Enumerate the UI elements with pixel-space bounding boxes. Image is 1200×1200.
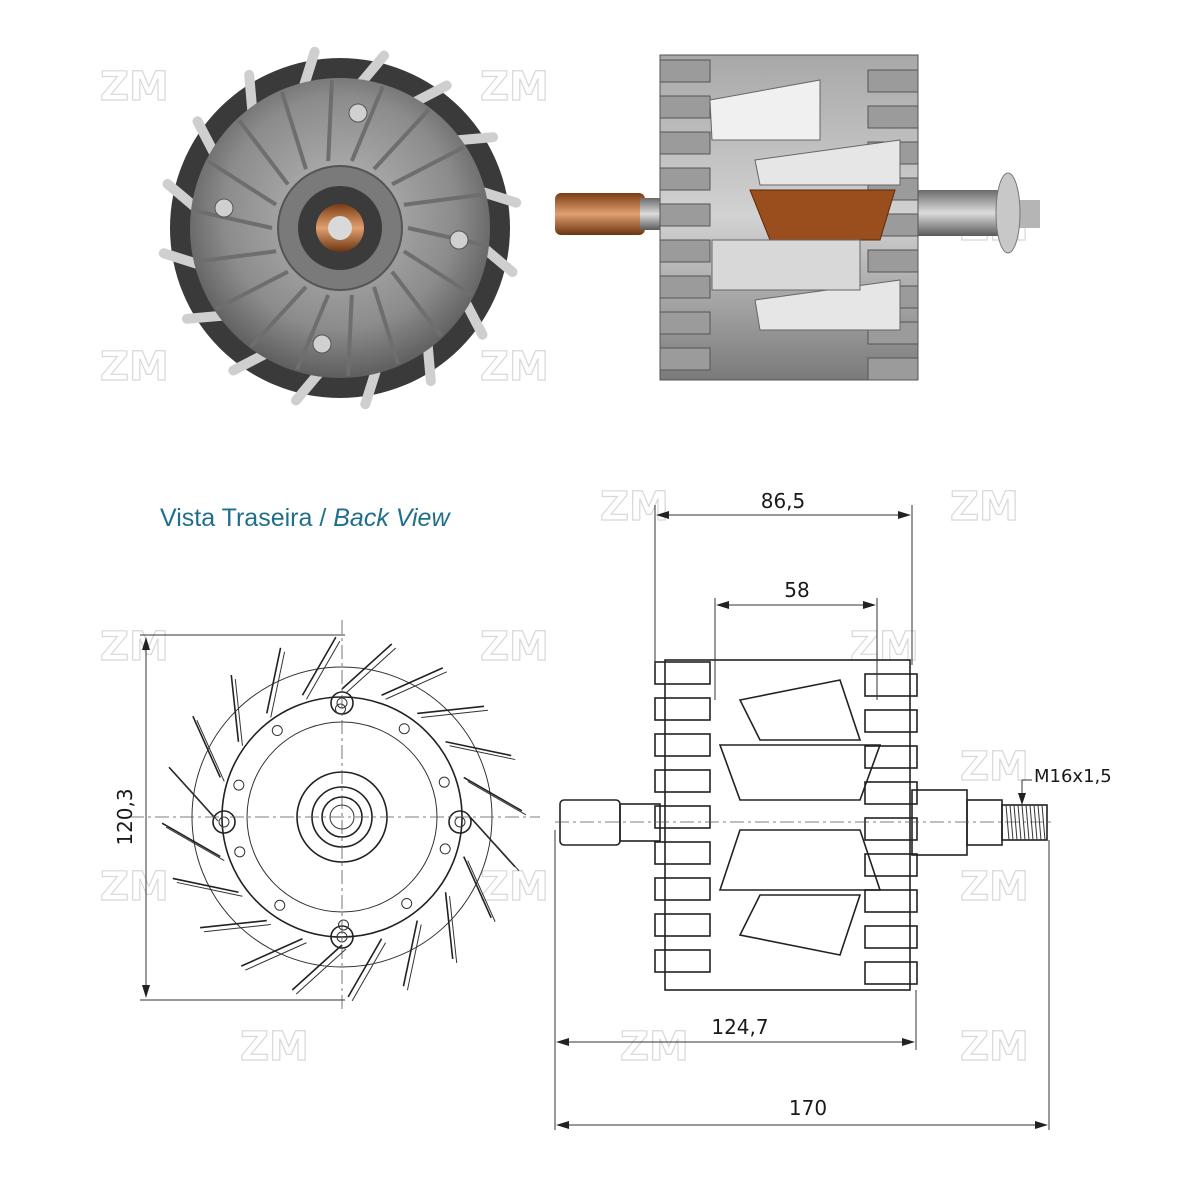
watermark-text: ZM — [620, 1024, 689, 1070]
watermark-text: ZM — [240, 1024, 309, 1070]
watermark-text: ZM — [100, 624, 169, 670]
watermark-text: ZM — [480, 624, 549, 670]
watermark-text: ZM — [480, 64, 549, 110]
total-length-label: 170 — [789, 1096, 827, 1120]
watermark-text: ZM — [100, 344, 169, 390]
watermark-text: ZM — [960, 1024, 1029, 1070]
diameter-label: 120,3 — [113, 788, 137, 845]
dimension-diameter: 120,3 — [113, 634, 345, 1001]
back-view-title: Vista Traseira / Back View — [160, 504, 450, 533]
outer-width-label: 86,5 — [761, 489, 806, 513]
watermark-text: ZM — [600, 484, 669, 530]
title-pt: Vista Traseira — [160, 504, 313, 532]
photo-ribs — [192, 80, 488, 376]
watermark-text: ZM — [960, 744, 1029, 790]
drawing-fins — [161, 636, 527, 1002]
dimension-outer-width: 86,5 — [654, 489, 913, 665]
title-separator: / — [312, 504, 334, 532]
dimension-thread: M16x1,5 — [1018, 766, 1112, 805]
drawing-side-view — [555, 659, 1055, 991]
watermark-text: ZM — [850, 624, 919, 670]
inner-width-label: 58 — [784, 578, 809, 602]
watermark-layer: ZMZMZMZMZMZMZMZMZMZMZMZMZMZMZMZMZM — [99, 63, 1029, 1070]
dimension-inner-width: 58 — [714, 578, 878, 700]
thread-label: M16x1,5 — [1034, 766, 1112, 787]
watermark-text: ZM — [480, 344, 549, 390]
dimension-rotor-length: 124,7 — [554, 830, 917, 1130]
watermark-text: ZM — [960, 864, 1029, 910]
thread-lines — [1005, 804, 1046, 841]
watermark-text: ZM — [480, 864, 549, 910]
title-en: Back View — [333, 504, 450, 532]
watermark-text: ZM — [950, 484, 1019, 530]
drawing-back-view — [130, 620, 540, 1010]
watermark-text: ZM — [100, 864, 169, 910]
rotor-photo-side — [555, 54, 1040, 381]
drawing-side-fins — [654, 661, 918, 985]
rotor-photo-back — [158, 46, 522, 410]
dimension-total-length: 170 — [556, 840, 1050, 1130]
rotor-length-label: 124,7 — [711, 1015, 768, 1039]
watermark-text: ZM — [100, 64, 169, 110]
